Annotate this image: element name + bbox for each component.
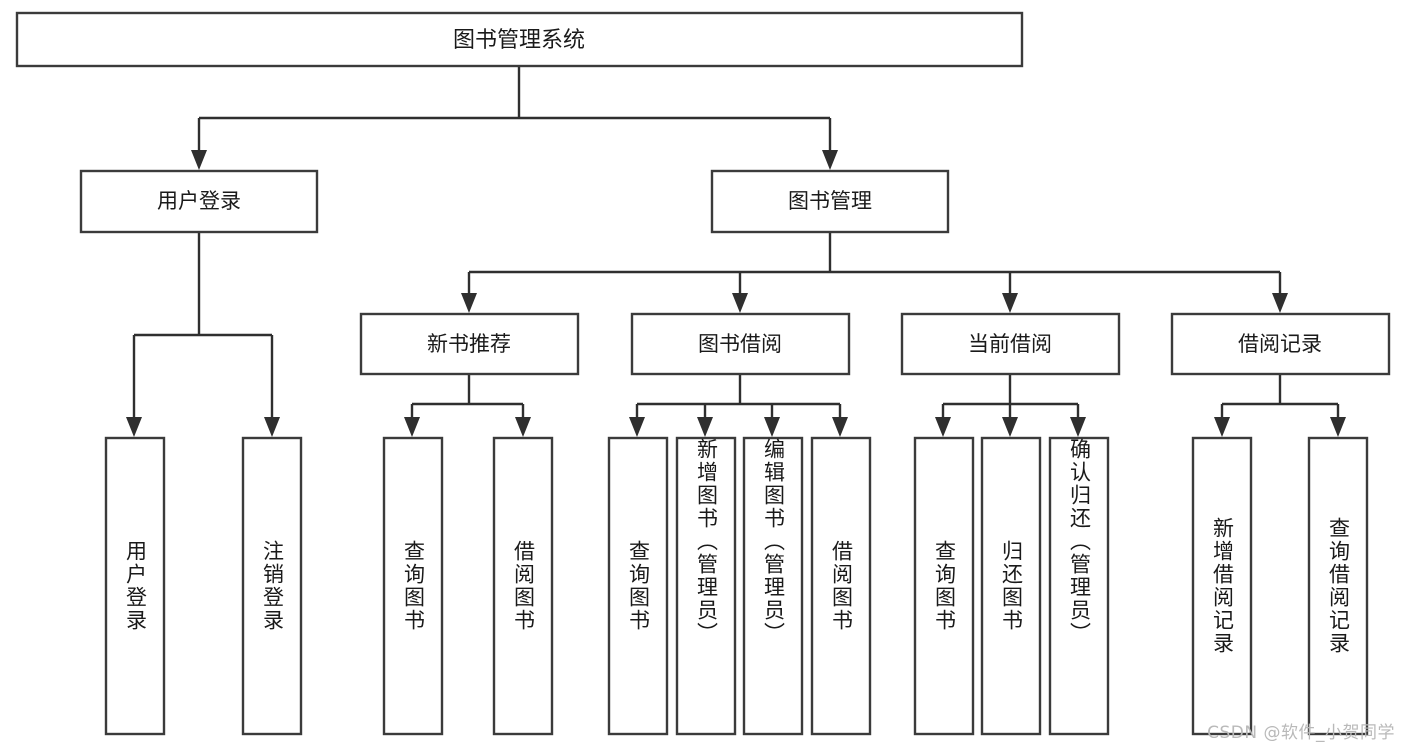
arrow-head-leaf-query-book-1	[404, 417, 420, 437]
connector-group-root	[191, 66, 838, 170]
arrow-head-leaf-user-logout	[264, 417, 280, 437]
node-book-management-box[interactable]	[710, 169, 950, 234]
watermark-text: CSDN @软件_小贺同学	[1207, 723, 1395, 743]
arrow-head-leaf-add-book	[697, 417, 713, 437]
connector-group-current-borrow	[935, 374, 1086, 437]
node-book-borrow-box[interactable]	[630, 312, 851, 376]
node-borrow-record-label: 借阅记录	[1238, 332, 1322, 356]
node-borrow-record[interactable]: 借阅记录	[1170, 312, 1391, 376]
leaf-box-borrow-book-2[interactable]	[810, 436, 872, 736]
leaf-box-user-logout[interactable]	[241, 436, 303, 736]
leaf-box-query-record[interactable]	[1307, 436, 1369, 736]
connector-group-borrow-record	[1214, 374, 1346, 437]
node-current-borrow-label: 当前借阅	[968, 332, 1052, 356]
arrow-head-current-borrow	[1002, 293, 1018, 313]
node-book-management[interactable]: 图书管理	[710, 169, 950, 234]
leaf-box-confirm-return[interactable]	[1048, 436, 1110, 736]
arrow-head-leaf-query-book-2	[629, 417, 645, 437]
arrow-head-book-management	[822, 150, 838, 170]
node-user-login[interactable]: 用户登录	[79, 169, 319, 234]
arrow-head-leaf-add-record	[1214, 417, 1230, 437]
arrow-head-new-book-recommend	[461, 293, 477, 313]
arrow-head-leaf-query-record	[1330, 417, 1346, 437]
node-borrow-record-box[interactable]	[1170, 312, 1391, 376]
node-book-management-label: 图书管理	[788, 189, 872, 213]
arrow-head-user-login	[191, 150, 207, 170]
arrow-head-leaf-return-book	[1002, 417, 1018, 437]
node-current-borrow-box[interactable]	[900, 312, 1121, 376]
arrow-head-book-borrow	[732, 293, 748, 313]
arrow-head-leaf-borrow-book-2	[832, 417, 848, 437]
arrow-head-leaf-edit-book	[764, 417, 780, 437]
leaf-box-return-book[interactable]	[980, 436, 1042, 736]
node-root-box[interactable]	[15, 11, 1024, 68]
connector-group-book-management	[461, 232, 1288, 313]
connector-group-new-book-recommend	[404, 374, 531, 437]
leaf-box-query-book-2[interactable]	[607, 436, 669, 736]
node-user-login-label: 用户登录	[157, 189, 241, 213]
leaf-box-borrow-book-1[interactable]	[492, 436, 554, 736]
arrow-head-borrow-record	[1272, 293, 1288, 313]
node-current-borrow[interactable]: 当前借阅	[900, 312, 1121, 376]
leaf-boxes	[104, 436, 1369, 736]
node-user-login-box[interactable]	[79, 169, 319, 234]
leaf-box-query-book-1[interactable]	[382, 436, 444, 736]
leaf-box-add-book[interactable]	[675, 436, 737, 736]
leaf-box-user-login[interactable]	[104, 436, 166, 736]
node-new-book-recommend-box[interactable]	[359, 312, 580, 376]
arrow-head-leaf-query-book-3	[935, 417, 951, 437]
arrow-head-leaf-confirm-return	[1070, 417, 1086, 437]
node-root-label: 图书管理系统	[453, 28, 585, 53]
node-new-book-recommend-label: 新书推荐	[427, 332, 511, 356]
node-book-borrow-label: 图书借阅	[698, 332, 782, 356]
leaf-box-edit-book[interactable]	[742, 436, 804, 736]
connector-group-book-borrow	[629, 374, 848, 437]
arrow-head-leaf-borrow-book-1	[515, 417, 531, 437]
leaf-box-add-record[interactable]	[1191, 436, 1253, 736]
node-root[interactable]: 图书管理系统	[15, 11, 1024, 68]
leaf-box-query-book-3[interactable]	[913, 436, 975, 736]
node-book-borrow[interactable]: 图书借阅	[630, 312, 851, 376]
arrow-head-leaf-user-login	[126, 417, 142, 437]
node-new-book-recommend[interactable]: 新书推荐	[359, 312, 580, 376]
connector-group-user-login	[126, 232, 280, 437]
